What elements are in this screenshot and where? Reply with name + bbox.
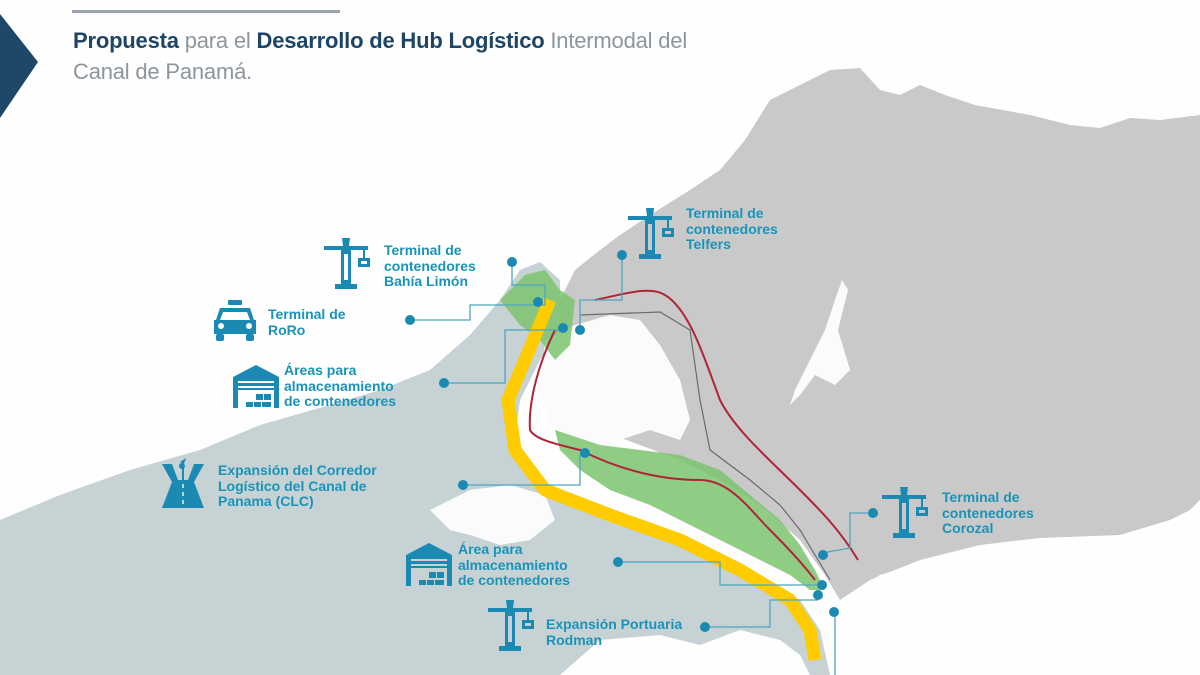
bay-islands (430, 485, 555, 545)
lake-alajuela (790, 280, 850, 405)
crane-icon (324, 238, 370, 289)
green-canal-zone-south (555, 430, 825, 590)
label-line: Telfers (686, 236, 731, 252)
title-bold-3: Desarrollo de Hub Logístico (256, 28, 545, 53)
red-boundary-east (594, 289, 859, 561)
label-line: contenedores (384, 257, 476, 274)
label-line: Terminal de (942, 489, 1020, 505)
crane-icon (488, 600, 534, 651)
label-line: Corozal (942, 520, 994, 536)
label-clc: Expansión del Corredor Logístico del Can… (218, 462, 377, 510)
lake-gatun (540, 315, 690, 455)
label-line: Expansión del Corredor (218, 462, 377, 478)
corridor-icon (162, 458, 204, 508)
land-mass (555, 68, 1200, 600)
pacific-region (0, 262, 830, 675)
panama-bay-sea (840, 505, 1200, 675)
label-line: contenedores (942, 504, 1034, 521)
label-bahia-limon: Terminal de contenedores Bahía Limón (384, 242, 476, 290)
label-line: almacenamiento (284, 377, 394, 394)
connector-lines (410, 255, 873, 675)
warehouse-icon (406, 543, 452, 586)
car-icon (214, 300, 256, 341)
label-rodman: Expansión Portuaria Rodman (546, 616, 683, 648)
label-roro: Terminal de RoRo (268, 306, 346, 338)
label-line: Áreas para (284, 362, 357, 378)
label-line: Bahía Limón (384, 273, 469, 289)
corner-chevron-icon (0, 14, 38, 118)
label-line: de contenedores (458, 572, 571, 588)
label-line: almacenamiento (458, 556, 568, 573)
label-line: Rodman (546, 631, 602, 648)
title-text-2: para el (178, 28, 257, 53)
yellow-route (501, 297, 822, 662)
title-line-2: Canal de Panamá. (73, 59, 253, 84)
railway-line (579, 311, 831, 581)
label-corozal: Terminal de contenedores Corozal (942, 489, 1034, 537)
label-line: Terminal de (268, 306, 346, 322)
title-bold-1: Propuesta (73, 28, 179, 53)
title-rule (72, 10, 340, 13)
title-text-4: Intermodal del (544, 28, 688, 53)
label-area-almacenamiento: Área para almacenamiento de contenedores (458, 541, 571, 589)
label-line: contenedores (686, 220, 778, 237)
label-line: de contenedores (284, 393, 397, 409)
label-line: RoRo (268, 321, 306, 338)
crane-icon (882, 487, 928, 538)
label-telfers: Terminal de contenedores Telfers (686, 205, 778, 253)
label-line: Terminal de (686, 205, 764, 221)
warehouse-icon (233, 365, 279, 408)
red-boundary-west (528, 329, 816, 581)
label-line: Logístico del Canal de (218, 477, 367, 494)
label-line: Panama (CLC) (218, 493, 314, 509)
label-areas-almacenamiento: Áreas para almacenamiento de contenedore… (284, 362, 397, 410)
label-line: Expansión Portuaria (546, 616, 683, 632)
page-title: Propuesta para el Desarrollo de Hub Logí… (73, 25, 687, 87)
label-line: Terminal de (384, 242, 462, 258)
connector-dots (405, 250, 878, 632)
crane-icon (628, 208, 674, 259)
pacific-sea (560, 630, 810, 675)
label-line: Área para (458, 541, 523, 557)
